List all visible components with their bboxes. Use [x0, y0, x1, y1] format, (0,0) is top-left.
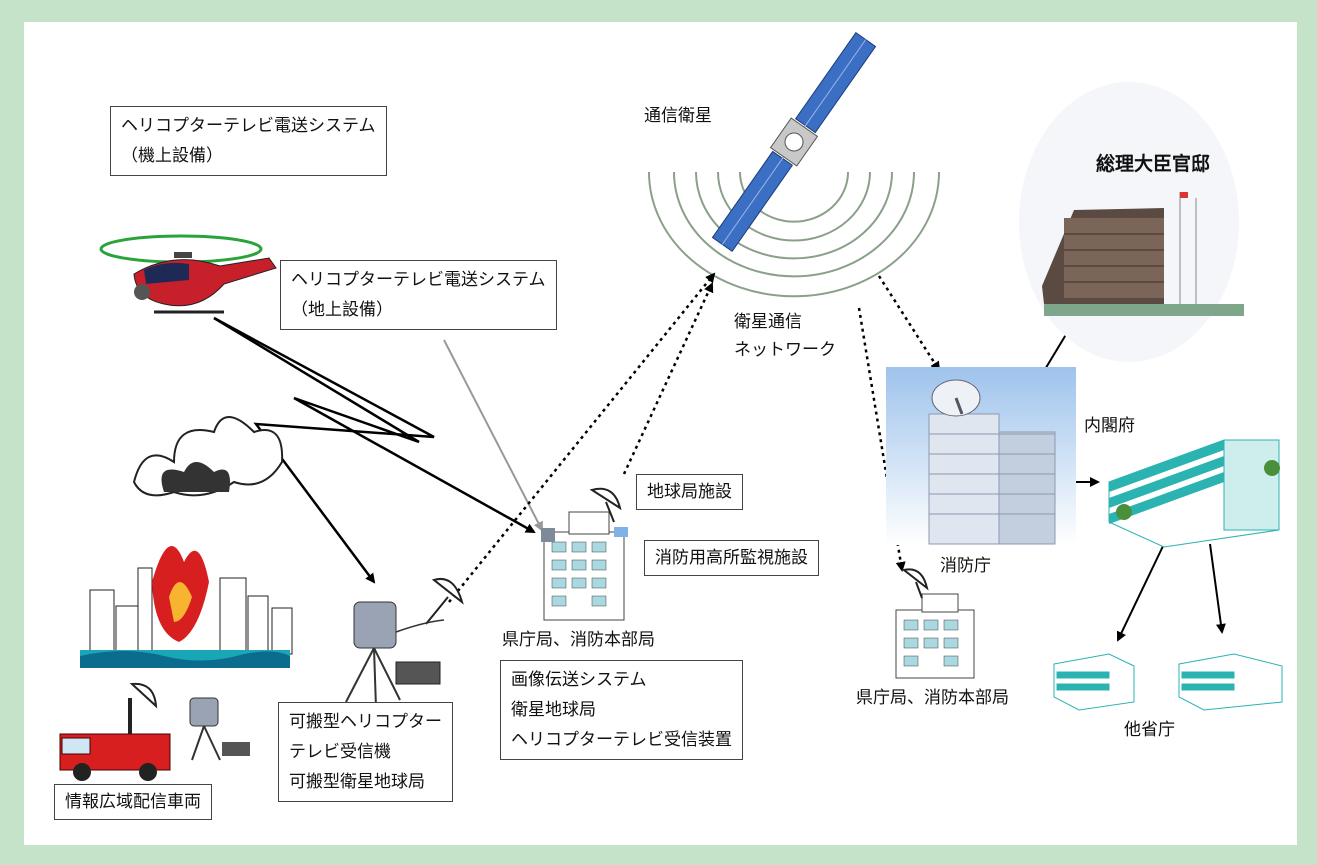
heli-system-ground-box: ヘリコプターテレビ電送システム （地上設備）	[280, 260, 557, 330]
sat-network-line2: ネットワーク	[734, 340, 836, 360]
other-ministry-buildings	[1053, 653, 1283, 711]
comm-satellite-label: 通信衛星	[644, 106, 712, 126]
pref-equipment-line3: ヘリコプターテレビ受信装置	[511, 730, 732, 750]
earth-station-facility-label: 地球局施設	[647, 482, 732, 502]
cabinet-office-label: 内閣府	[1084, 416, 1135, 436]
portable-receiver-box: 可搬型ヘリコプター テレビ受信機 可搬型衛星地球局	[278, 702, 453, 802]
satellite-dotted-links	[448, 272, 941, 603]
satellite-icon	[711, 32, 877, 252]
satellite-signal-arcs	[648, 171, 940, 298]
sat-network-line1: 衛星通信	[734, 312, 802, 332]
portable-receiver-icon	[345, 578, 464, 709]
radio-link-zigzags	[213, 316, 536, 584]
city-fire-illustration	[80, 416, 293, 668]
heli-system-ground-line2: （地上設備）	[291, 300, 393, 320]
earth-station-facility-box: 地球局施設	[636, 474, 743, 510]
pref-equipment-line2: 衛星地球局	[511, 700, 596, 720]
sat-network-label: 衛星通信 ネットワーク	[734, 308, 836, 364]
pref-equipment-box: 画像伝送システム 衛星地球局 ヘリコプターテレビ受信装置	[500, 660, 743, 760]
high-point-monitoring-box: 消防用高所監視施設	[644, 540, 819, 576]
diagram-canvas: ヘリコプターテレビ電送システム （機上設備） ヘリコプターテレビ電送システム （…	[24, 22, 1297, 845]
prefecture-building-right	[895, 568, 975, 679]
portable-receiver-line2: テレビ受信機	[289, 742, 391, 762]
info-vehicle-label: 情報広域配信車両	[65, 792, 201, 812]
diagram-drawing	[59, 32, 1283, 781]
fire-truck-icon	[59, 682, 250, 781]
ground-equipment-pointer	[443, 339, 543, 532]
high-point-monitoring-label: 消防用高所監視施設	[655, 548, 808, 568]
pref-fire-hq-right-label: 県庁局、消防本部局	[856, 688, 1009, 708]
prefecture-building-left	[541, 487, 628, 621]
heli-system-onboard-line1: ヘリコプターテレビ電送システム	[121, 116, 376, 136]
portable-receiver-line3: 可搬型衛星地球局	[289, 772, 425, 792]
pm-office-photo	[1019, 82, 1244, 362]
heli-system-onboard-box: ヘリコプターテレビ電送システム （機上設備）	[110, 106, 387, 176]
other-ministries-label: 他省庁	[1124, 720, 1175, 740]
heli-system-onboard-line2: （機上設備）	[121, 146, 223, 166]
pm-office-label: 総理大臣官邸	[1096, 153, 1211, 175]
portable-receiver-line1: 可搬型ヘリコプター	[289, 712, 442, 732]
info-vehicle-box: 情報広域配信車両	[54, 784, 212, 820]
fdma-building-photo	[886, 367, 1076, 545]
heli-system-ground-line1: ヘリコプターテレビ電送システム	[291, 270, 546, 290]
fdma-label: 消防庁	[940, 556, 991, 576]
helicopter-icon	[99, 234, 277, 314]
pref-fire-hq-left-label: 県庁局、消防本部局	[502, 630, 655, 650]
cabinet-office-building	[1108, 439, 1280, 548]
pref-equipment-line1: 画像伝送システム	[511, 670, 647, 690]
